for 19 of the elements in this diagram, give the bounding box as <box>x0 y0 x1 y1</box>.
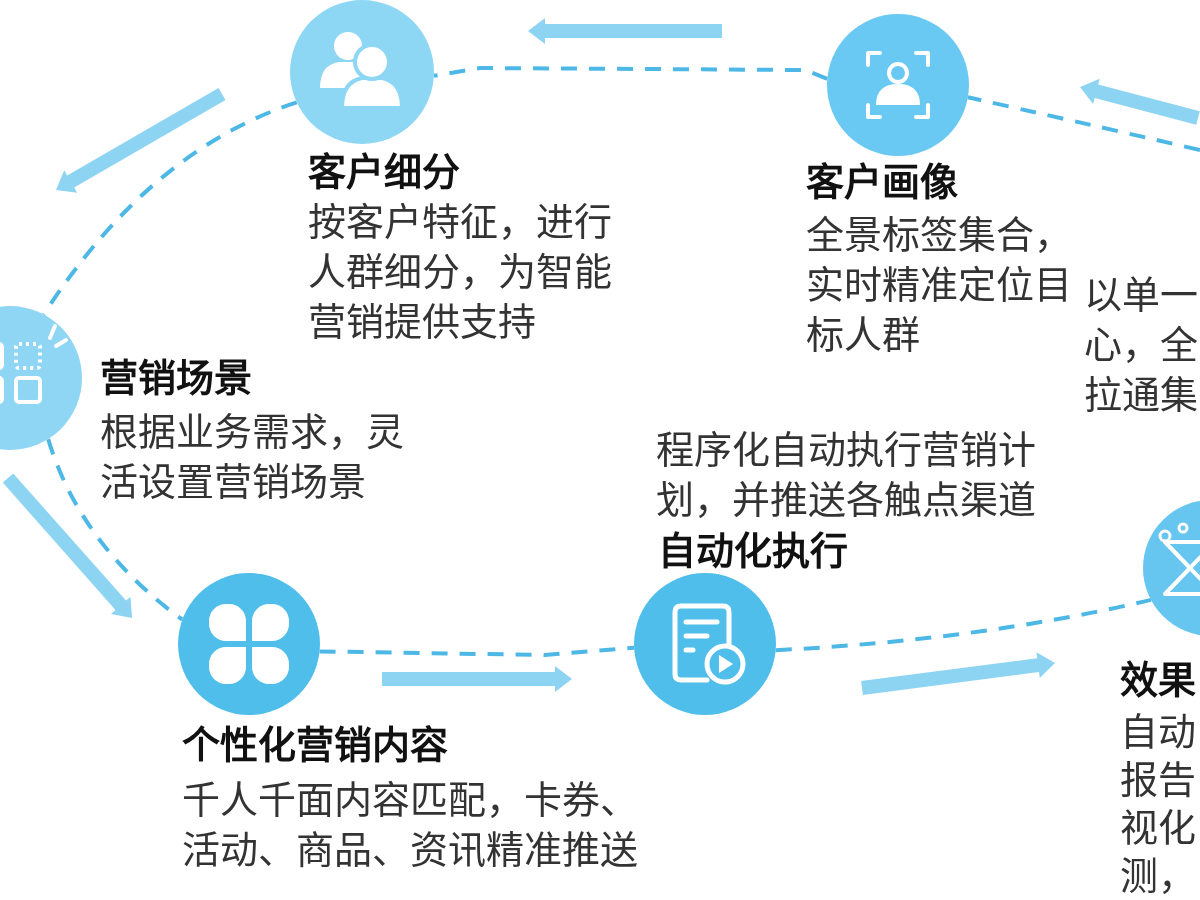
dashed-connector <box>433 66 829 81</box>
step-title: 自动化执行 <box>658 528 848 575</box>
dashed-connector <box>319 645 635 657</box>
step-title: 个性化营销内容 <box>182 722 448 769</box>
step-title: 客户画像 <box>806 159 958 206</box>
step-description: 程序化自动执行营销计划，并推送各触点渠道 <box>656 427 1037 524</box>
step-title: 营销场景 <box>100 355 252 402</box>
step-description: 自动报告视化测， <box>1120 709 1197 900</box>
step-description: 按客户特征，进行人群细分，为智能营销提供支持 <box>308 199 613 346</box>
dashed-connector <box>46 438 184 622</box>
step-title: 客户细分 <box>308 149 460 196</box>
dashed-connector <box>775 597 1152 653</box>
dashed-connector <box>967 95 1200 152</box>
step-description: 全景标签集合，实时精准定位目标人群 <box>806 212 1073 359</box>
dashed-connector <box>42 100 298 316</box>
step-description: 千人千面内容匹配，卡券、活动、商品、资讯精准推送 <box>182 777 639 874</box>
step-description: 根据业务需求，灵活设置营销场景 <box>100 409 405 506</box>
step-description: 以单一心，全拉通集 <box>1084 272 1199 419</box>
step-title: 效果 <box>1120 657 1196 704</box>
